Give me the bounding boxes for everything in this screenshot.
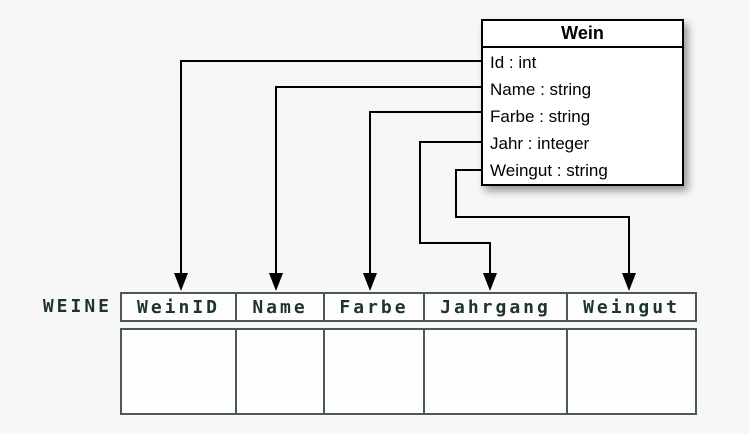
arrow-line-farbe-to-farbe (369, 111, 482, 275)
class-title: Wein (483, 21, 682, 48)
table-body-row (120, 328, 697, 415)
arrow-line-jahr-to-jahrgang (419, 141, 491, 275)
arrow-line-name-to-name (275, 86, 482, 275)
class-attribute-list: Id : int Name : string Farbe : string Ja… (483, 48, 682, 184)
arrowhead-name-icon (269, 273, 283, 291)
table-name-label: WEINE (42, 296, 112, 317)
arrowhead-jahrgang-icon (483, 273, 497, 291)
class-attribute-name: Name : string (490, 79, 592, 99)
table-header-cell-farbe: Farbe (325, 294, 425, 320)
class-attribute-jahr: Jahr : integer (490, 133, 590, 153)
table-header-cell-jahrgang: Jahrgang (425, 294, 568, 320)
table-body-cell-farbe (325, 330, 425, 413)
arrowhead-farbe-icon (363, 273, 377, 291)
arrow-line-id-to-weinid (180, 60, 482, 275)
table-body-cell-jahrgang (425, 330, 568, 413)
table-body-cell-weinid (122, 330, 237, 413)
arrow-lines (180, 60, 630, 275)
arrow-line-weingut-to-weingut (455, 169, 630, 275)
arrow-heads (174, 273, 636, 291)
arrowhead-weingut-icon (622, 273, 636, 291)
class-attribute-id: Id : int (490, 52, 537, 72)
table-body-cell-weingut (568, 330, 695, 413)
table-header-cell-name: Name (237, 294, 325, 320)
arrowhead-weinid-icon (174, 273, 188, 291)
table-header-cell-weinid: WeinID (122, 294, 237, 320)
uml-class-box-wein: Wein Id : int Name : string Farbe : stri… (481, 19, 684, 186)
table-header-row: WeinID Name Farbe Jahrgang Weingut (120, 292, 697, 322)
class-attribute-farbe: Farbe : string (490, 106, 591, 126)
class-attribute-weingut: Weingut : string (490, 160, 608, 180)
table-body-cell-name (237, 330, 325, 413)
table-header-cell-weingut: Weingut (583, 296, 680, 318)
